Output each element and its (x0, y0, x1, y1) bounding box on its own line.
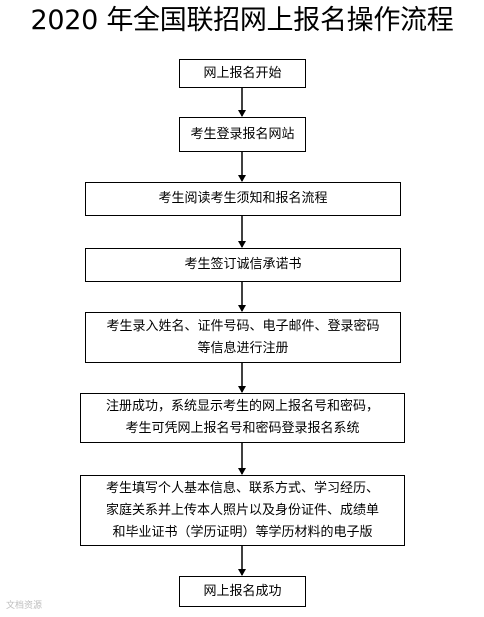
step-read-notice: 考生阅读考生须知和报名流程 (85, 182, 401, 216)
step-register-success: 注册成功，系统显示考生的网上报名号和密码， 考生可凭网上报名号和密码登录报名系统 (80, 393, 405, 443)
step-finish: 网上报名成功 (179, 576, 306, 607)
page-title: 2020 年全国联招网上报名操作流程 (30, 5, 454, 36)
step-login: 考生登录报名网站 (179, 117, 306, 152)
step-register: 考生录入姓名、证件号码、电子邮件、登录密码 等信息进行注册 (85, 312, 401, 363)
watermark: 文档资源 (6, 601, 43, 611)
step-start: 网上报名开始 (179, 59, 306, 88)
step-sign-pledge: 考生签订诚信承诺书 (85, 248, 401, 282)
step-fill-info: 考生填写个人基本信息、联系方式、学习经历、 家庭关系并上传本人照片以及身份证件、… (80, 475, 405, 546)
